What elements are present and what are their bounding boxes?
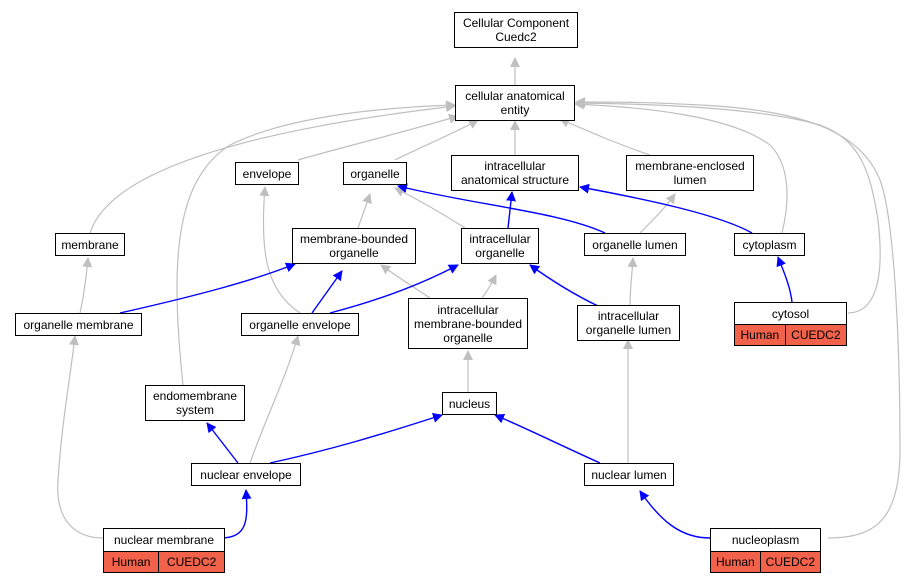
edge-ne-to-oe xyxy=(249,335,301,464)
node-envelope[interactable]: envelope xyxy=(235,162,299,185)
edge-ol-to-mel xyxy=(639,193,676,234)
node-cytosol-annotations: Human CUEDC2 xyxy=(735,324,846,345)
edge-io-to-organelle xyxy=(394,187,466,229)
edge-organelle-to-cae xyxy=(394,119,479,161)
edge-imbo-to-io xyxy=(481,274,497,299)
edge-np-to-nl xyxy=(639,490,711,539)
node-nucleoplasm[interactable]: nucleoplasm Human CUEDC2 xyxy=(710,528,821,573)
node-cellular-anatomical-entity[interactable]: cellular anatomical entity xyxy=(455,85,575,121)
node-intracellular-anatomical-structure[interactable]: intracellular anatomical structure xyxy=(451,155,579,191)
edge-om-to-mbo xyxy=(119,262,296,314)
node-nuclear-lumen[interactable]: nuclear lumen xyxy=(584,463,674,486)
edge-ne-to-es xyxy=(206,422,239,464)
edge-iol-to-io xyxy=(529,264,599,307)
annotation-species: Human xyxy=(735,325,785,345)
edge-ol-to-organelle xyxy=(397,183,606,234)
edge-iol-to-ol xyxy=(627,257,638,306)
edge-cytosol-to-cae xyxy=(575,98,881,314)
node-endomembrane-system[interactable]: endomembrane system xyxy=(145,385,245,421)
node-nucleus[interactable]: nucleus xyxy=(442,392,497,415)
annotation-species: Human xyxy=(104,552,159,572)
annotation-species: Human xyxy=(711,552,760,572)
edge-membrane-to-cae xyxy=(89,102,456,234)
node-cytosol-label: cytosol xyxy=(771,306,810,321)
edge-cytoplasm-to-cae xyxy=(574,99,788,234)
edge-nl-to-nucleus xyxy=(494,413,601,464)
edge-nm-to-om xyxy=(57,335,104,539)
edge-nm-to-ne xyxy=(219,489,252,539)
node-organelle-envelope[interactable]: organelle envelope xyxy=(241,313,359,336)
edge-mel-to-cae xyxy=(559,117,651,156)
node-intracellular-membrane-bounded-organelle[interactable]: intracellular membrane-bounded organelle xyxy=(408,298,528,349)
node-cytosol[interactable]: cytosol Human CUEDC2 xyxy=(734,302,847,346)
node-nuclear-membrane-annotations: Human CUEDC2 xyxy=(104,551,224,572)
node-organelle[interactable]: organelle xyxy=(343,162,407,185)
edge-mbo-to-organelle xyxy=(357,193,372,229)
edge-cytoplasm-to-ias xyxy=(579,183,753,234)
node-organelle-membrane[interactable]: organelle membrane xyxy=(15,313,142,336)
node-nucleoplasm-label: nucleoplasm xyxy=(731,533,800,547)
node-intracellular-organelle-lumen[interactable]: intracellular organelle lumen xyxy=(577,305,680,341)
node-nucleoplasm-annotations: Human CUEDC2 xyxy=(711,551,820,572)
node-membrane[interactable]: membrane xyxy=(55,233,125,256)
edge-envelope-to-cae xyxy=(297,113,459,161)
edge-oe-to-mbo xyxy=(311,270,343,314)
edge-oe-to-io xyxy=(329,264,459,314)
edge-ne-to-nucleus xyxy=(269,413,443,464)
edge-cytosol-to-cytoplasm xyxy=(776,256,793,303)
edge-np-to-cae xyxy=(575,97,901,539)
node-membrane-bounded-organelle[interactable]: membrane-bounded organelle xyxy=(292,228,416,264)
node-intracellular-organelle[interactable]: intracellular organelle xyxy=(461,228,539,264)
node-nuclear-envelope[interactable]: nuclear envelope xyxy=(191,463,301,486)
edge-om-to-membrane xyxy=(79,257,93,314)
edge-oe-to-envelope xyxy=(259,186,301,314)
node-cellular-component[interactable]: Cellular Component Cuedc2 xyxy=(454,12,578,48)
edge-imbo-to-mbo xyxy=(380,264,431,299)
annotation-gene: CUEDC2 xyxy=(158,552,224,572)
node-membrane-enclosed-lumen[interactable]: membrane-enclosed lumen xyxy=(626,155,754,191)
annotation-gene: CUEDC2 xyxy=(784,325,846,345)
edge-io-to-ias xyxy=(506,191,516,229)
node-cytoplasm[interactable]: cytoplasm xyxy=(734,233,805,256)
edge-es-to-cae xyxy=(176,100,456,386)
node-nuclear-membrane-label: nuclear membrane xyxy=(113,533,215,547)
annotation-gene: CUEDC2 xyxy=(759,552,820,572)
node-organelle-lumen[interactable]: organelle lumen xyxy=(584,233,686,256)
node-nuclear-membrane[interactable]: nuclear membrane Human CUEDC2 xyxy=(103,528,225,573)
